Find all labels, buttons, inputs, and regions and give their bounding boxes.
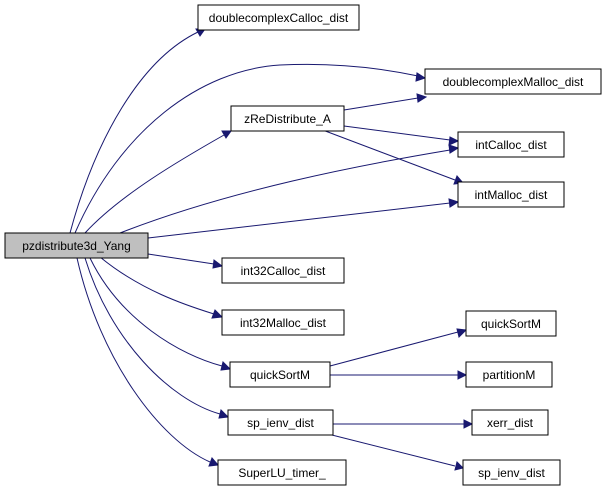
edge-root-to-int32calloc — [147, 253, 215, 265]
edge-root-to-int32malloc — [99, 256, 215, 315]
arrowhead — [211, 309, 224, 319]
node-label: intCalloc_dist — [475, 138, 547, 152]
node-label: sp_ienv_dist — [478, 466, 545, 480]
arrowhead — [415, 72, 427, 82]
edge-root-to-intmalloc — [147, 202, 451, 239]
node-partitionm[interactable]: partitionM — [465, 361, 553, 388]
node-label: quickSortM — [250, 368, 310, 382]
edge-root-to-quicksortm — [89, 257, 223, 367]
edge-root-to-zredistribute — [84, 134, 225, 234]
edge-root-to-doublecomplexcalloc — [69, 31, 199, 234]
node-label: doublecomplexMalloc_dist — [443, 75, 584, 89]
arrowhead — [212, 259, 224, 269]
arrowhead — [448, 136, 460, 146]
node-sp-ienv-dist-right[interactable]: sp_ienv_dist — [462, 459, 561, 486]
node-label: zReDistribute_A — [244, 112, 331, 126]
node-label: sp_ienv_dist — [247, 416, 314, 430]
node-doublecomplexcalloc-dist[interactable]: doublecomplexCalloc_dist — [197, 4, 360, 31]
edge-quicksortm-to-quicksortm — [329, 331, 459, 367]
edges — [69, 28, 474, 471]
node-xerr-dist[interactable]: xerr_dist — [471, 409, 549, 436]
arrowhead — [416, 93, 428, 103]
node-superlu-timer[interactable]: SuperLU_timer_ — [217, 459, 347, 486]
arrowhead — [448, 198, 460, 208]
edge-zredistribute-to-intcalloc — [343, 125, 451, 141]
arrowhead — [448, 144, 460, 154]
arrowhead — [221, 130, 232, 139]
arrowhead — [220, 361, 232, 371]
node-quicksortm-mid[interactable]: quickSortM — [229, 361, 331, 388]
node-label: pzdistribute3d_Yang — [22, 239, 131, 253]
node-label: quickSortM — [481, 317, 541, 331]
arrowhead — [457, 370, 468, 380]
node-label: partitionM — [483, 368, 536, 382]
edge-root-to-spienv — [84, 257, 221, 415]
node-label: int32Malloc_dist — [240, 316, 327, 330]
edge-root-to-superlutimer — [76, 257, 211, 463]
arrowhead — [208, 457, 219, 467]
node-label: xerr_dist — [487, 416, 534, 430]
edge-root-to-intcalloc — [119, 149, 451, 234]
node-sp-ienv-dist-mid[interactable]: sp_ienv_dist — [227, 409, 334, 436]
edge-root-to-doublecomplexmalloc — [74, 63, 419, 234]
node-doublecomplexmalloc-dist[interactable]: doublecomplexMalloc_dist — [424, 68, 602, 95]
node-quicksortm-right[interactable]: quickSortM — [465, 310, 557, 337]
arrowhead — [218, 409, 230, 419]
node-label: SuperLU_timer_ — [238, 466, 326, 480]
node-zredistribute-a[interactable]: zReDistribute_A — [230, 105, 345, 132]
arrowhead — [463, 419, 474, 429]
node-int32calloc-dist[interactable]: int32Calloc_dist — [221, 257, 345, 284]
node-label: doublecomplexCalloc_dist — [209, 11, 349, 25]
edge-zredistribute-to-doublecomplexmalloc — [343, 97, 419, 111]
arrowhead — [456, 328, 468, 338]
node-int32malloc-dist[interactable]: int32Malloc_dist — [221, 309, 345, 336]
node-label: intMalloc_dist — [475, 188, 548, 202]
node-label: int32Calloc_dist — [241, 264, 326, 278]
edge-spienv-to-spienv — [319, 431, 456, 467]
node-intmalloc-dist[interactable]: intMalloc_dist — [457, 181, 565, 208]
node-intcalloc-dist[interactable]: intCalloc_dist — [457, 131, 565, 158]
arrowhead — [454, 461, 464, 471]
node-pzdistribute3d-yang[interactable]: pzdistribute3d_Yang — [4, 232, 149, 259]
edge-zredistribute-to-intmalloc — [319, 128, 456, 181]
